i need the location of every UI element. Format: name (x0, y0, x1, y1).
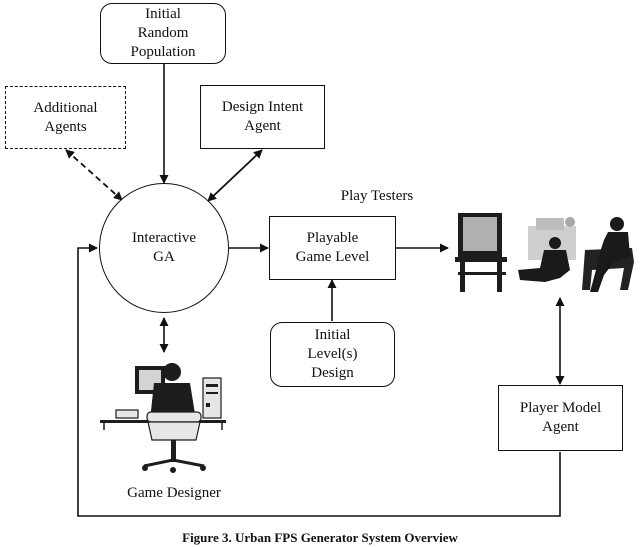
play-testers-label: Play Testers (340, 188, 414, 204)
interactive-ga-line-2: GA (153, 249, 175, 265)
initial-population-line-2: Random (137, 25, 189, 41)
design-intent-agent-box: Design Intent Agent (200, 85, 325, 149)
initial-random-population-box: Initial Random Population (100, 3, 226, 64)
arrow-additional-agents-ga (65, 149, 123, 201)
player-model-line-1: Player Model (519, 400, 602, 416)
game-designer-label: Game Designer (127, 485, 221, 501)
initial-population-line-3: Population (130, 44, 196, 60)
game-designer-illustration (100, 363, 226, 473)
arrow-design-intent-ga (207, 149, 263, 202)
play-testers-illustration (455, 213, 634, 292)
playable-level-line-1: Playable (306, 230, 359, 246)
playable-game-level-box: Playable Game Level (269, 216, 396, 280)
interactive-ga-node: Interactive GA (99, 183, 229, 313)
player-model-agent-box: Player Model Agent (498, 385, 623, 451)
player-model-line-2: Agent (542, 419, 579, 435)
arrow-feedback-loop (77, 243, 561, 517)
design-intent-line-2: Agent (244, 118, 281, 134)
design-intent-line-1: Design Intent (221, 99, 304, 115)
additional-agents-box: Additional Agents (5, 86, 126, 149)
initial-population-line-1: Initial (145, 6, 181, 22)
initial-levels-line-2: Level(s) (307, 346, 358, 362)
initial-levels-line-1: Initial (314, 327, 351, 343)
additional-agents-line-1: Additional (33, 99, 98, 116)
initial-levels-design-box: Initial Level(s) Design (270, 322, 395, 387)
interactive-ga-line-1: Interactive (131, 230, 197, 246)
figure-caption: Figure 3. Urban FPS Generator System Ove… (182, 530, 458, 545)
initial-levels-line-3: Design (311, 365, 354, 381)
additional-agents-line-2: Agents (44, 118, 87, 135)
playable-level-line-2: Game Level (295, 249, 370, 265)
